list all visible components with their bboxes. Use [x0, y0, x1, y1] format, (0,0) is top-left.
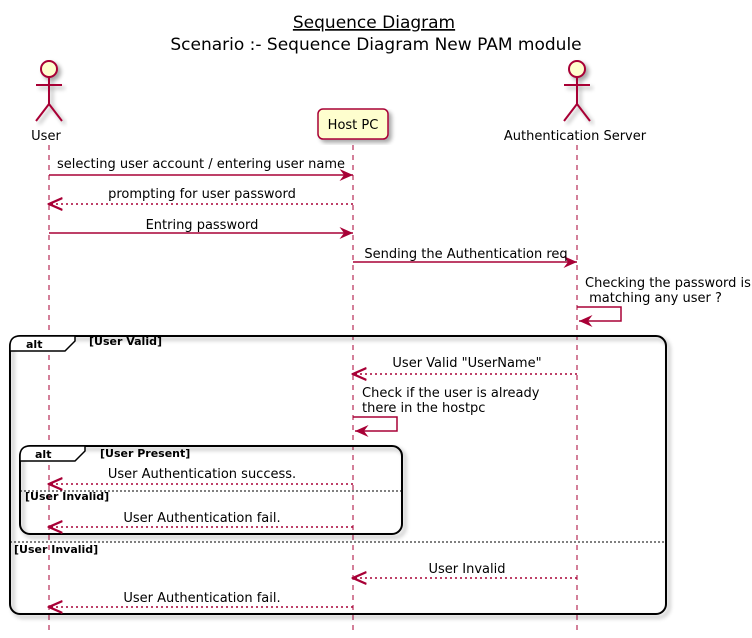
message-label: User Authentication fail. [123, 591, 280, 606]
user-participant-label: User [31, 129, 61, 144]
host-participant-label: Host PC [328, 118, 379, 133]
message-label: Entring password [146, 218, 259, 233]
message-label: prompting for user password [108, 187, 296, 202]
user-actor-icon [35, 60, 63, 122]
message-label: there in the hostpc [362, 401, 485, 416]
message-label: selecting user account / entering user n… [57, 157, 345, 172]
self-message-arrow [577, 306, 622, 327]
message-label: User Authentication fail. [123, 511, 280, 526]
host-participant-box [317, 108, 389, 140]
message-label: User Valid "UserName" [392, 356, 541, 371]
message-label: Check if the user is already [362, 386, 540, 401]
auth-participant-label: Authentication Server [504, 129, 647, 144]
outer-alt-guard: [User Invalid] [14, 543, 98, 556]
inner-alt-guard: [User Present] [100, 447, 190, 460]
outer-alt-keyword: alt [26, 338, 42, 351]
outer-alt-tab [9, 335, 76, 352]
diagram-subtitle: Scenario :- Sequence Diagram New PAM mod… [170, 35, 581, 55]
message-label: User Invalid [429, 562, 506, 577]
inner-alt-keyword: alt [35, 448, 51, 461]
inner-alt-tab [19, 445, 86, 462]
inner-alt-frame [19, 445, 403, 535]
message-label: matching any user ? [585, 291, 722, 306]
message-label: Checking the password is [585, 276, 751, 291]
inner-alt-guard: [User Invalid] [25, 490, 109, 503]
auth-actor-icon [563, 60, 591, 122]
outer-alt-guard: [User Valid] [89, 335, 162, 348]
self-message-arrow [353, 416, 398, 437]
message-label: User Authentication success. [108, 467, 296, 482]
diagram-title: Sequence Diagram [293, 13, 455, 33]
outer-alt-frame [9, 335, 667, 615]
message-label: Sending the Authentication req [364, 247, 567, 262]
